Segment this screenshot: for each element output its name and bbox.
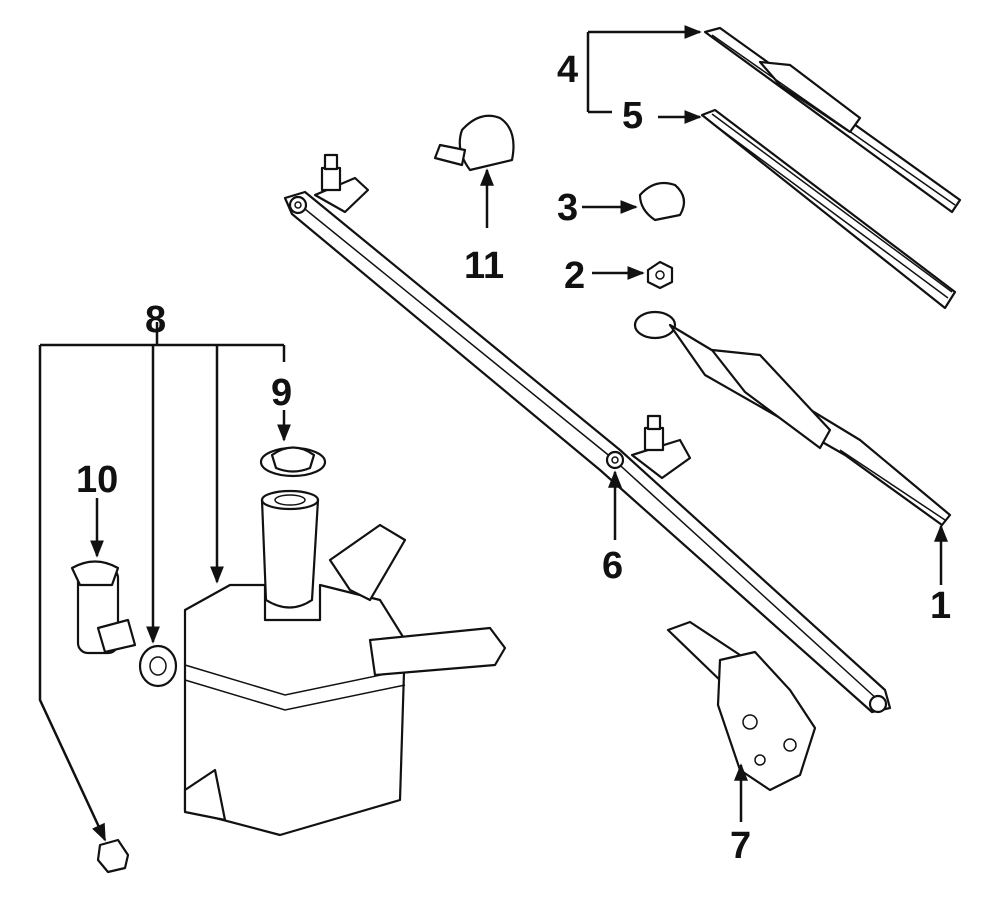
wiper-blade-assembly xyxy=(703,26,962,214)
pump-grommet xyxy=(138,644,178,688)
callout-10: 10 xyxy=(76,459,118,501)
callout-4: 4 xyxy=(557,49,578,91)
washer-pump xyxy=(70,560,137,655)
wiper-arm xyxy=(633,310,952,527)
washer-nozzle xyxy=(433,114,515,172)
nut xyxy=(646,260,674,290)
callout-1: 1 xyxy=(930,585,951,627)
leader-lines xyxy=(38,25,948,842)
callout-7: 7 xyxy=(730,825,751,867)
callout-8: 8 xyxy=(145,299,166,341)
callout-2: 2 xyxy=(564,255,585,297)
wiper-blade-insert xyxy=(700,108,957,310)
pivot-cap xyxy=(638,181,686,222)
wiper-linkage-bar xyxy=(283,153,892,714)
washer-reservoir xyxy=(183,489,507,837)
hose-clip xyxy=(96,838,130,874)
reservoir-cap xyxy=(259,446,327,478)
wiper-motor xyxy=(666,620,817,792)
callout-3: 3 xyxy=(557,187,578,229)
callout-9: 9 xyxy=(271,372,292,414)
callout-6: 6 xyxy=(602,545,623,587)
callout-11: 11 xyxy=(464,245,504,287)
callout-5: 5 xyxy=(622,95,643,137)
